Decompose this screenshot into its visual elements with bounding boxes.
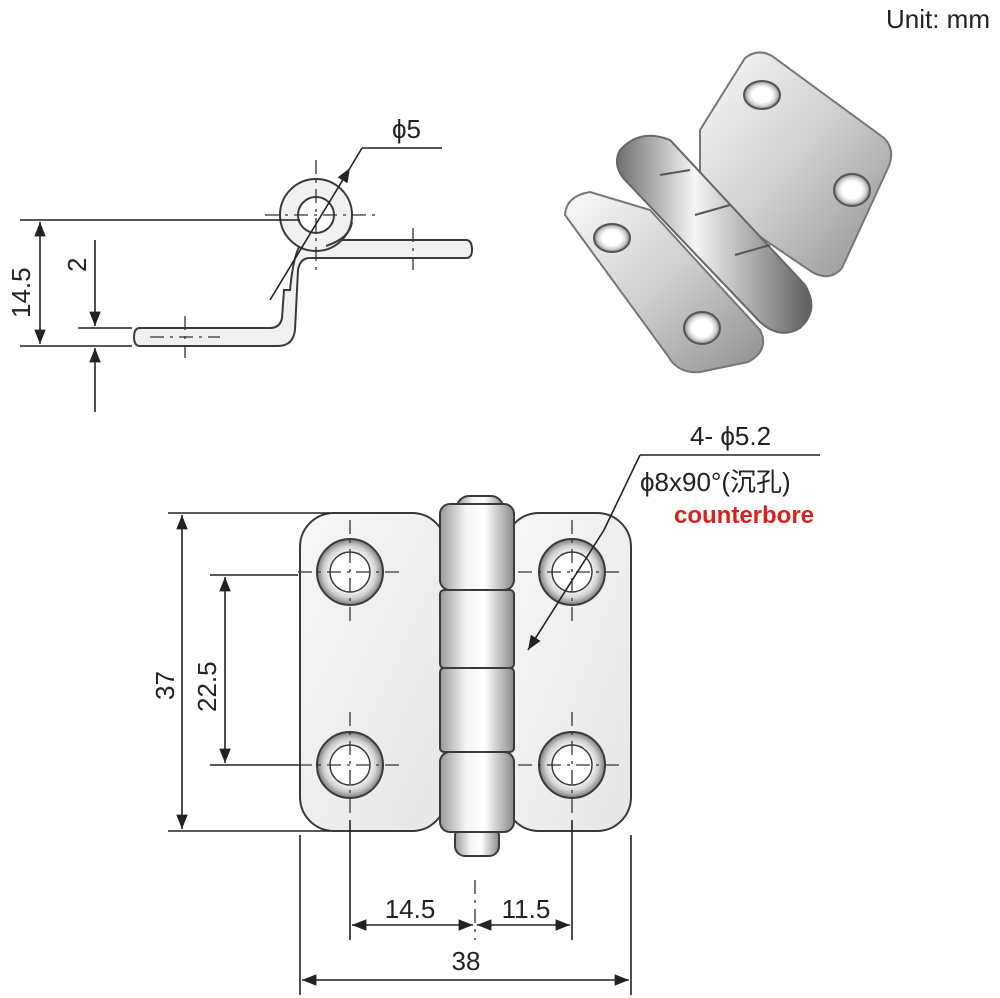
front-view: 37 22.5 14.5 11.5 38 4- ϕ5.2 ϕ8x90°(沉孔) … xyxy=(150,421,820,995)
photo-hole xyxy=(683,311,721,345)
photo-hole xyxy=(833,173,871,207)
photo-back-leaf xyxy=(699,51,893,278)
side-profile xyxy=(132,239,474,347)
hinge-photo xyxy=(563,51,893,374)
photo-hole xyxy=(593,223,631,253)
hole-count-label: 4- ϕ5.2 xyxy=(690,421,771,451)
mounting-hole xyxy=(538,731,606,799)
side-diameter-label: ϕ5 xyxy=(392,114,421,144)
counterbore-label: counterbore xyxy=(674,502,814,529)
countersink-label: ϕ8x90°(沉孔) xyxy=(640,467,791,497)
photo-pin xyxy=(615,134,813,334)
left-offset-label: 14.5 xyxy=(385,894,436,924)
side-height-label: 14.5 xyxy=(6,267,36,318)
hole-spacing-label: 22.5 xyxy=(192,661,222,712)
knuckle xyxy=(439,667,515,753)
photo-hole xyxy=(743,80,781,110)
unit-label: Unit: mm xyxy=(886,4,990,34)
knuckle xyxy=(439,503,515,591)
knuckle xyxy=(439,751,515,833)
right-offset-label: 11.5 xyxy=(502,894,551,924)
front-width-label: 38 xyxy=(452,946,481,976)
knuckle xyxy=(439,589,515,669)
side-thickness-label: 2 xyxy=(62,258,92,272)
front-height-label: 37 xyxy=(150,671,180,700)
side-view: ϕ5 14.5 2 xyxy=(6,114,474,412)
